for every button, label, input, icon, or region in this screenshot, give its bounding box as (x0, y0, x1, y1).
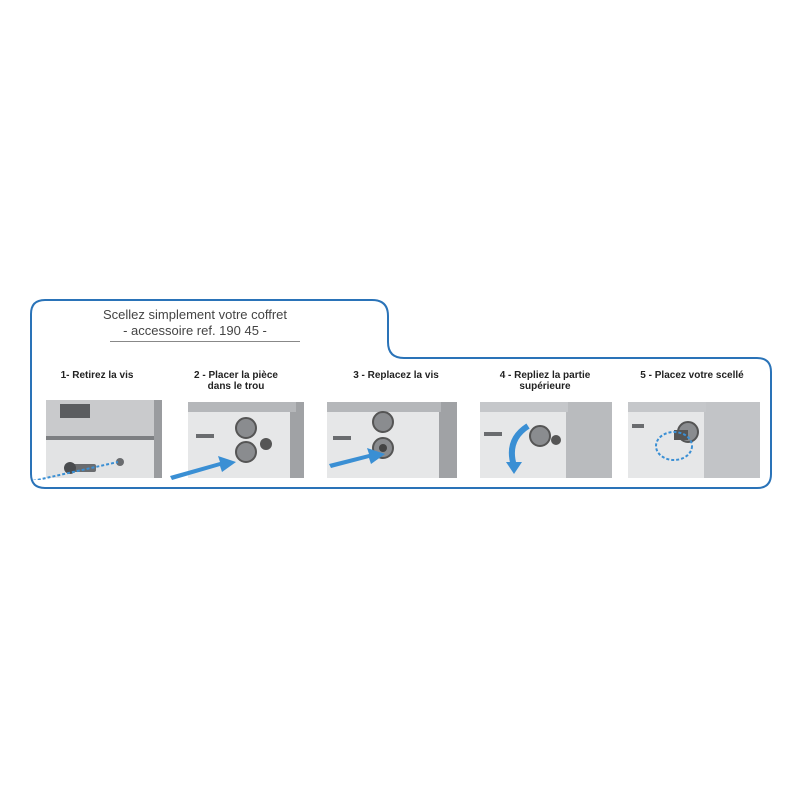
instruction-title: Scellez simplement votre coffret (103, 307, 287, 322)
screw-removal-icon (32, 400, 162, 480)
seal-icon (628, 402, 760, 478)
step-2-label: 2 - Placer la pièce dans le trou (176, 370, 296, 392)
insert-part-icon (170, 402, 304, 480)
step-4-label-line2: supérieure (519, 381, 571, 392)
step-3-label: 3 - Replacez la vis (353, 370, 439, 381)
fold-part-icon (480, 402, 612, 478)
step-2-label-line1: 2 - Placer la pièce (194, 370, 278, 381)
step-5-label: 5 - Placez votre scellé (640, 370, 744, 381)
accessory-reference: - accessoire ref. 190 45 - (123, 323, 267, 338)
title-divider (110, 341, 300, 342)
step-2-label-line2: dans le trou (207, 381, 265, 392)
replace-screw-icon (327, 402, 457, 478)
step-1-label: 1- Retirez la vis (60, 370, 134, 381)
step-4-label: 4 - Repliez la partie supérieure (480, 370, 610, 392)
step-4-label-line1: 4 - Repliez la partie (499, 370, 591, 381)
